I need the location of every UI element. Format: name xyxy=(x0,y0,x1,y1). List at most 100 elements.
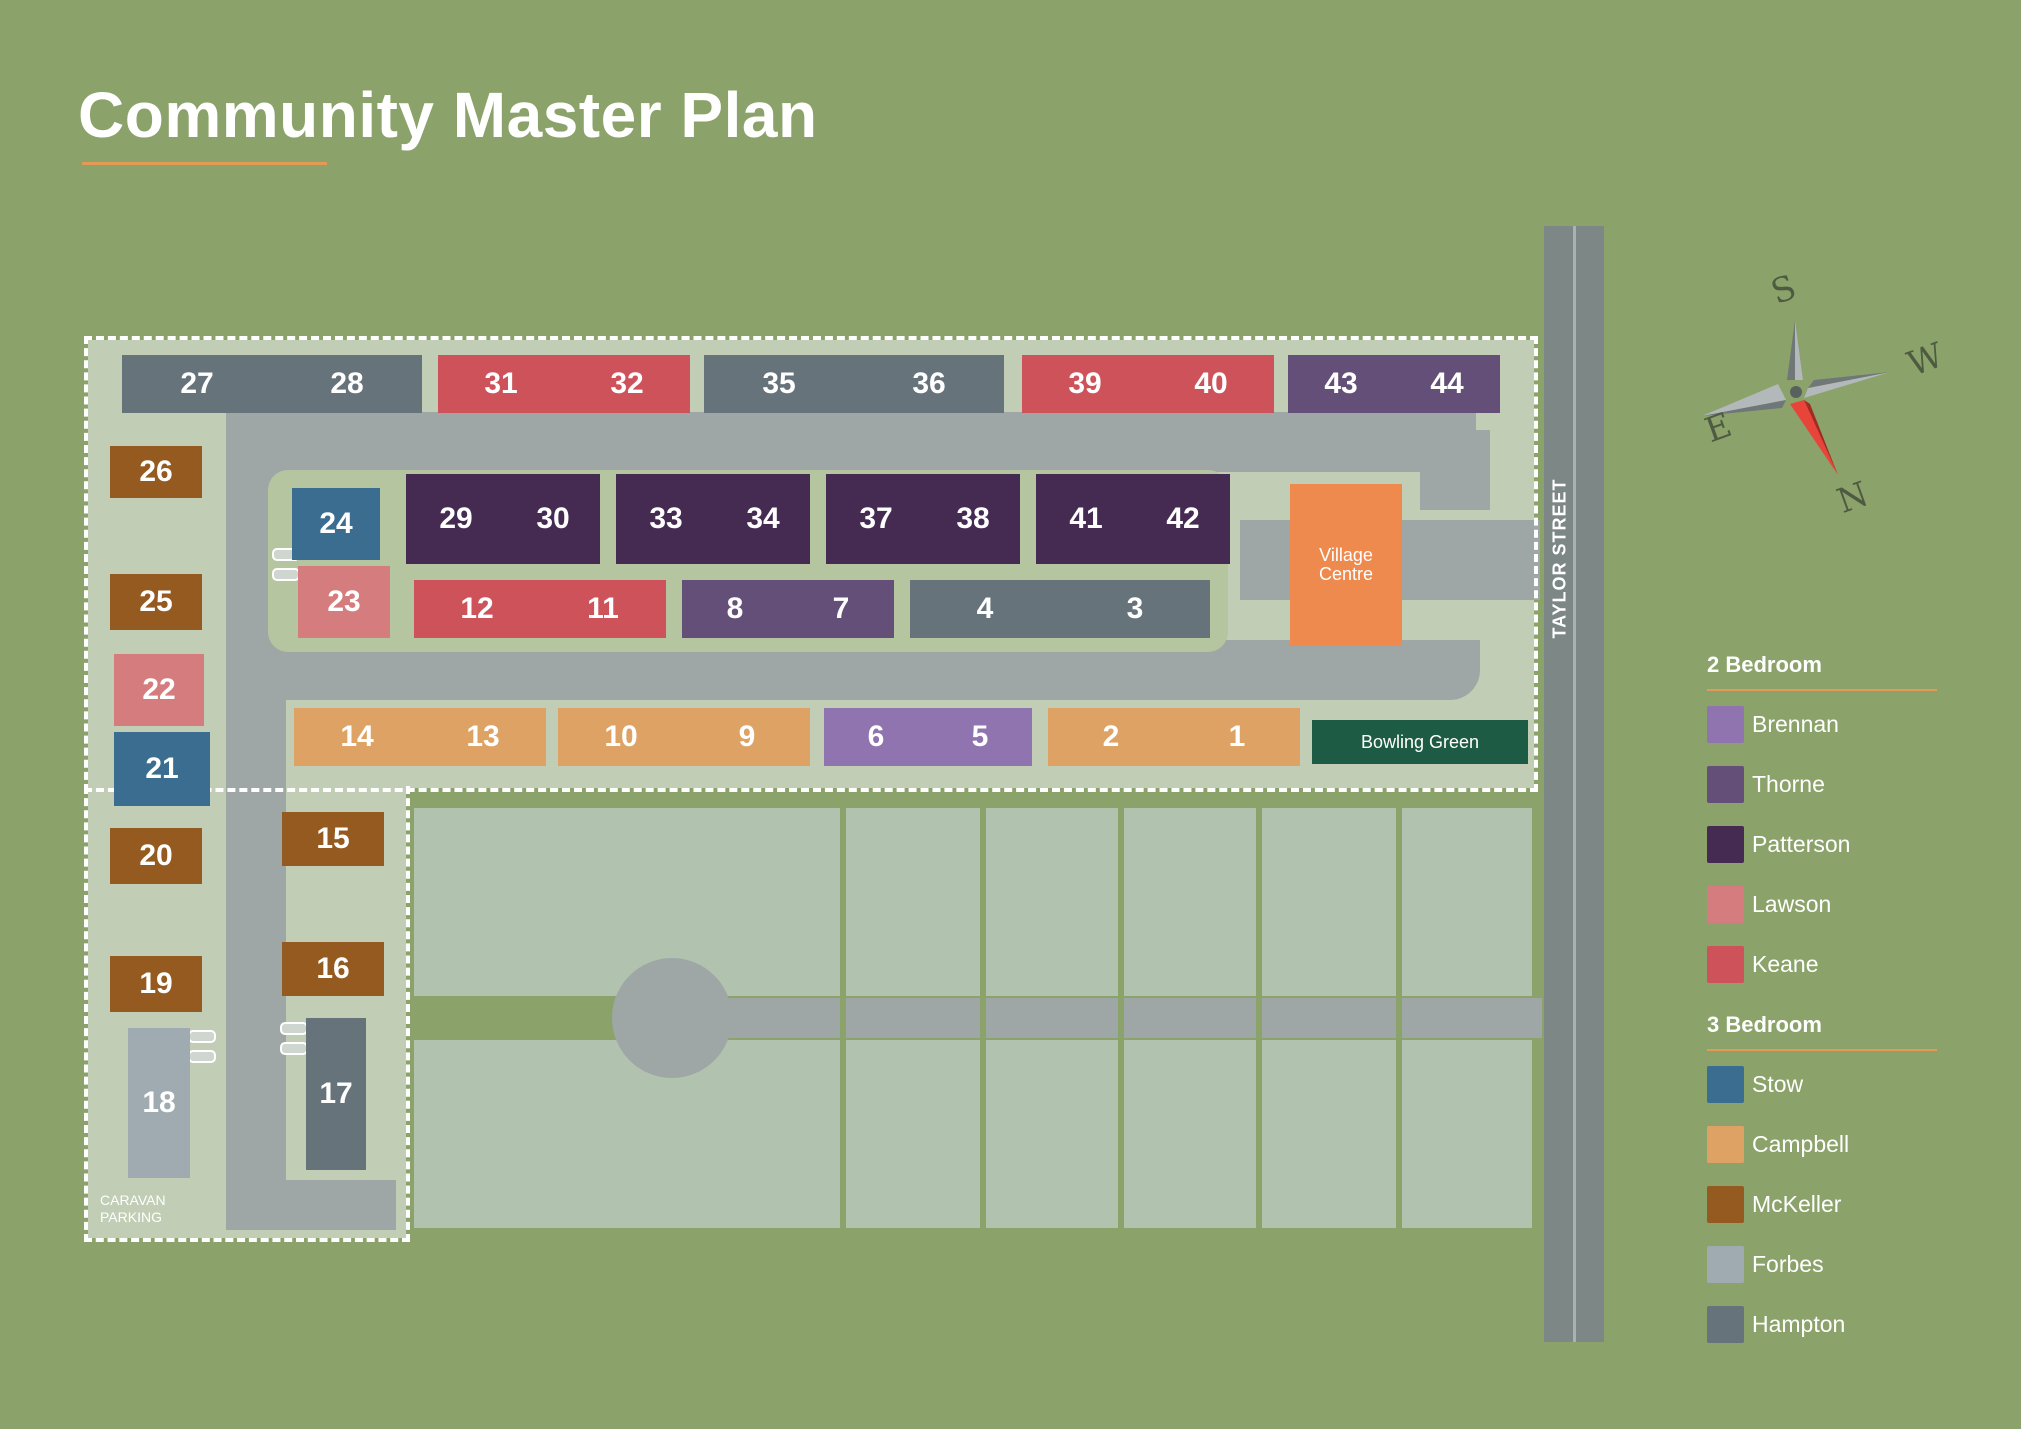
lot-36[interactable]: 36 xyxy=(854,355,1004,413)
lot-number: 31 xyxy=(484,367,518,400)
legend-item-thorne: Thorne xyxy=(1707,764,1825,804)
legend-swatch xyxy=(1707,1065,1744,1103)
lot-21[interactable]: 21 xyxy=(114,732,210,806)
lot-23[interactable]: 23 xyxy=(298,566,390,638)
lot-number: 44 xyxy=(1430,367,1464,400)
lot-4[interactable]: 4 xyxy=(910,580,1060,638)
lot-number: 1 xyxy=(1228,720,1246,753)
lot-number: 25 xyxy=(139,585,173,618)
parked-car xyxy=(188,1030,216,1043)
lot-24[interactable]: 24 xyxy=(292,488,380,560)
lot-number: 41 xyxy=(1069,502,1103,535)
lot-2[interactable]: 2 xyxy=(1048,708,1174,766)
lot-1[interactable]: 1 xyxy=(1174,708,1300,766)
legend-item-forbes: Forbes xyxy=(1707,1244,1824,1284)
lot-number: 13 xyxy=(466,720,500,753)
legend-item-keane: Keane xyxy=(1707,944,1819,984)
lot-5[interactable]: 5 xyxy=(928,708,1032,766)
lot-number: 43 xyxy=(1324,367,1358,400)
legend-three-bedroom-heading: 3 Bedroom xyxy=(1707,1012,1822,1037)
lot-44[interactable]: 44 xyxy=(1394,355,1500,413)
legend-swatch xyxy=(1707,825,1744,863)
lot-37[interactable]: 37 xyxy=(826,474,926,564)
village-centre[interactable]: Village Centre xyxy=(1290,484,1402,646)
lot-22[interactable]: 22 xyxy=(114,654,204,726)
lot-26[interactable]: 26 xyxy=(110,446,202,498)
legend-label: McKeller xyxy=(1752,1190,1842,1217)
lot-40[interactable]: 40 xyxy=(1148,355,1274,413)
lot-30[interactable]: 30 xyxy=(506,474,600,564)
street-centre-line xyxy=(1573,226,1576,1342)
legend-item-mckeller: McKeller xyxy=(1707,1184,1841,1224)
lot-34[interactable]: 34 xyxy=(716,474,810,564)
legend-label: Keane xyxy=(1752,950,1819,977)
legend-label: Hampton xyxy=(1752,1310,1846,1337)
lot-10[interactable]: 10 xyxy=(558,708,684,766)
legend-swatch xyxy=(1707,1185,1744,1223)
page-title: Community Master Plan xyxy=(78,79,818,151)
lot-42[interactable]: 42 xyxy=(1136,474,1230,564)
lot-8[interactable]: 8 xyxy=(682,580,788,638)
bowling-green-label: Bowling Green xyxy=(1360,731,1480,752)
lot-number: 8 xyxy=(726,592,744,625)
title-underline xyxy=(82,162,327,165)
legend-swatch xyxy=(1707,1125,1744,1163)
road-north-stub xyxy=(1420,430,1490,510)
future-lot-divider xyxy=(1118,808,1124,1228)
lot-number: 12 xyxy=(460,592,494,625)
compass-rose-icon xyxy=(1702,320,1890,475)
lot-3[interactable]: 3 xyxy=(1060,580,1210,638)
lot-25[interactable]: 25 xyxy=(110,574,202,630)
lot-19[interactable]: 19 xyxy=(110,956,202,1012)
road-north-loop xyxy=(226,412,1476,472)
site-boundary-west xyxy=(84,786,410,1242)
lot-29[interactable]: 29 xyxy=(406,474,506,564)
legend-label: Stow xyxy=(1752,1070,1804,1097)
lot-number: 2 xyxy=(1102,720,1120,753)
lot-6[interactable]: 6 xyxy=(824,708,928,766)
lot-38[interactable]: 38 xyxy=(926,474,1020,564)
lot-28[interactable]: 28 xyxy=(272,355,422,413)
lot-9[interactable]: 9 xyxy=(684,708,810,766)
lot-16[interactable]: 16 xyxy=(282,942,384,996)
lot-41[interactable]: 41 xyxy=(1036,474,1136,564)
lot-14[interactable]: 14 xyxy=(294,708,420,766)
future-lot-divider xyxy=(1256,808,1262,1228)
lot-number: 33 xyxy=(649,502,683,535)
lot-number: 39 xyxy=(1068,367,1102,400)
lot-31[interactable]: 31 xyxy=(438,355,564,413)
parked-car xyxy=(280,1022,308,1035)
lot-17[interactable]: 17 xyxy=(306,1018,366,1170)
lot-33[interactable]: 33 xyxy=(616,474,716,564)
lot-39[interactable]: 39 xyxy=(1022,355,1148,413)
lot-13[interactable]: 13 xyxy=(420,708,546,766)
legend-swatch xyxy=(1707,1305,1744,1343)
lot-number: 18 xyxy=(142,1086,176,1119)
parked-car xyxy=(272,568,300,581)
lot-number: 21 xyxy=(145,752,179,785)
legend-label: Patterson xyxy=(1752,830,1851,857)
lot-20[interactable]: 20 xyxy=(110,828,202,884)
lot-number: 30 xyxy=(536,502,570,535)
bowling-green[interactable]: Bowling Green xyxy=(1312,720,1528,764)
compass-west: W xyxy=(1902,335,1949,385)
lot-number: 32 xyxy=(610,367,644,400)
lot-number: 6 xyxy=(867,720,885,753)
legend-item-campbell: Campbell xyxy=(1707,1124,1849,1164)
lot-27[interactable]: 27 xyxy=(122,355,272,413)
lot-11[interactable]: 11 xyxy=(540,580,666,638)
lot-15[interactable]: 15 xyxy=(282,812,384,866)
lot-number: 5 xyxy=(971,720,989,753)
lot-7[interactable]: 7 xyxy=(788,580,894,638)
future-lot-divider xyxy=(840,808,846,1228)
lot-number: 9 xyxy=(738,720,756,753)
lot-18[interactable]: 18 xyxy=(128,1028,190,1178)
lot-43[interactable]: 43 xyxy=(1288,355,1394,413)
legend-swatch xyxy=(1707,705,1744,743)
lot-35[interactable]: 35 xyxy=(704,355,854,413)
lot-12[interactable]: 12 xyxy=(414,580,540,638)
taylor-street-label: TAYLOR STREET xyxy=(1549,478,1570,639)
lot-number: 14 xyxy=(340,720,374,753)
lot-number: 16 xyxy=(316,952,350,985)
lot-32[interactable]: 32 xyxy=(564,355,690,413)
